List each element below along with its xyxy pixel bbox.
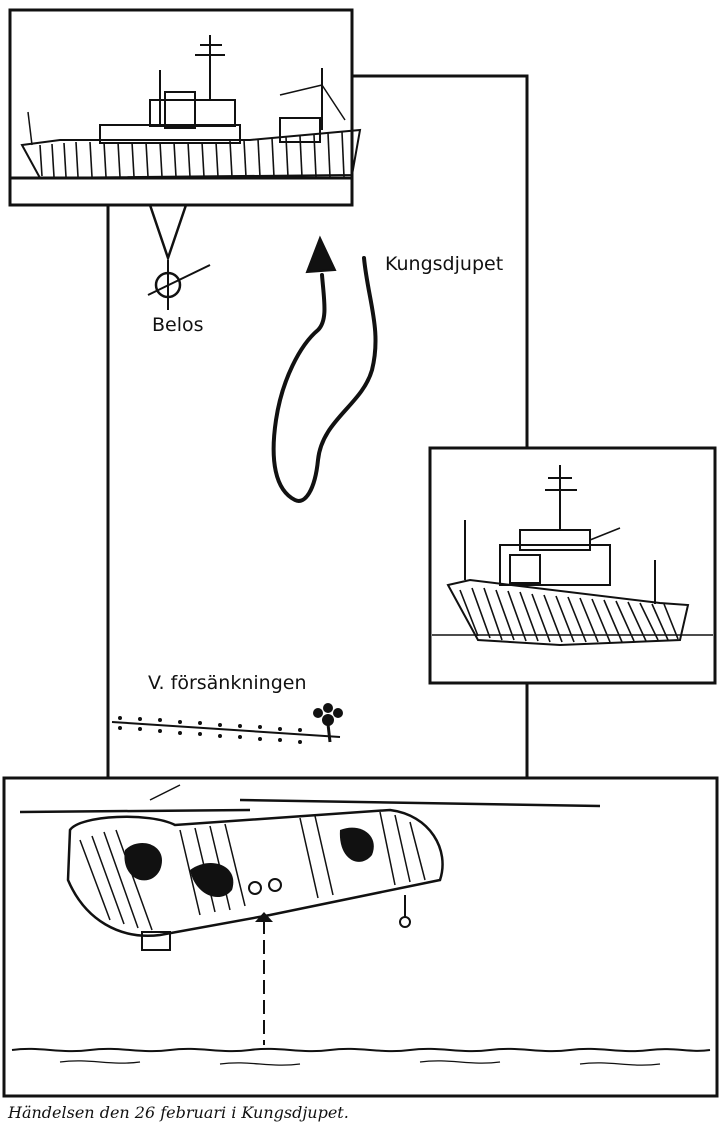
belos-ship-inset (8, 8, 362, 262)
explosion-symbol (313, 703, 343, 743)
patrol-boat-inset (428, 446, 717, 685)
belos-label: Belos (152, 314, 204, 336)
track-direction-arrow (305, 235, 337, 274)
kungsdjupet-label: Kungsdjupet (385, 253, 503, 275)
belos-hull-hatching (39, 131, 345, 178)
forsankningen-label: V. försänkningen (148, 672, 307, 694)
belos-position-marker (147, 260, 211, 310)
figure-caption: Händelsen den 26 februari i Kungsdjupet. (8, 1103, 349, 1122)
map-area (106, 74, 529, 778)
helicopter-inset (2, 776, 719, 1098)
submarine-track (271, 235, 378, 503)
patrol-boat-hull-hatching (459, 587, 679, 643)
barrier-line (111, 703, 343, 744)
